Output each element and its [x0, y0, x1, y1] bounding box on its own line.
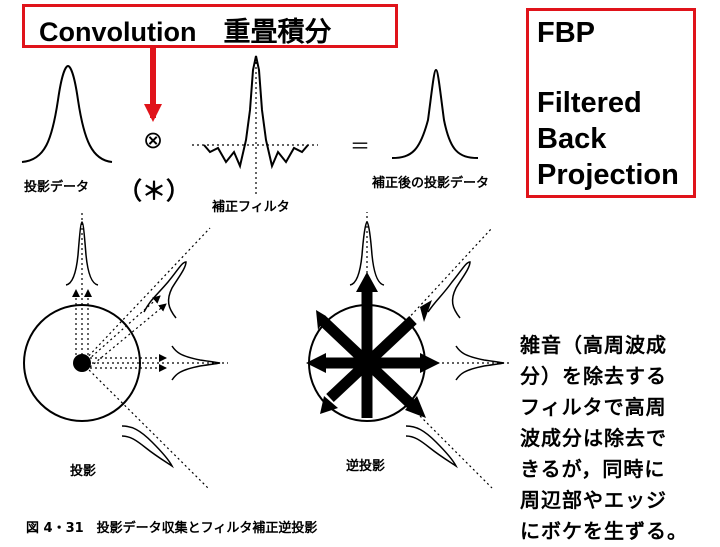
back-projection-diagram	[306, 212, 510, 489]
noise-note-line: にボケを生ずる。	[520, 519, 688, 543]
projection-diagram	[23, 212, 228, 489]
equals-symbol: ＝	[350, 134, 370, 158]
projection-data-curve	[21, 64, 113, 163]
noise-note-line: フィルタで高周	[520, 395, 667, 419]
noise-note: 雑音（高周波成 分）を除去する フィルタで高周 波成分は除去で きるが，同時に …	[520, 330, 716, 547]
convolution-title-box: Convolution 重畳積分	[22, 4, 398, 48]
filter-label: 補正フィルタ	[212, 200, 290, 215]
figure-caption: 図 4・31 投影データ収集とフィルタ補正逆投影	[26, 521, 318, 536]
noise-note-line: 雑音（高周波成	[520, 333, 667, 357]
fbp-title-box: FBP Filtered Back Projection	[526, 8, 696, 198]
convolution-operator-symbol: ⊗	[143, 126, 164, 154]
projection-label: 投影	[70, 464, 97, 479]
noise-note-line: 波成分は除去で	[520, 426, 667, 450]
asterisk-operator-symbol: （＊）	[118, 177, 190, 205]
projection-data-label: 投影データ	[24, 180, 90, 195]
corrected-data-label: 補正後の投影データ	[372, 176, 490, 191]
convolution-title: Convolution 重畳積分	[39, 17, 332, 47]
fbp-word-filtered: Filtered	[537, 87, 642, 119]
noise-note-line: 周辺部やエッジ	[520, 488, 667, 512]
noise-note-line: 分）を除去する	[520, 364, 667, 388]
fbp-abbreviation: FBP	[537, 17, 595, 49]
noise-note-line: きるが，同時に	[520, 457, 666, 481]
corrected-data-curve	[391, 68, 479, 159]
fbp-word-back: Back	[537, 123, 607, 155]
fbp-word-projection: Projection	[537, 159, 679, 191]
back-projection-label: 逆投影	[346, 459, 386, 474]
filter-kernel-curve	[192, 55, 318, 195]
